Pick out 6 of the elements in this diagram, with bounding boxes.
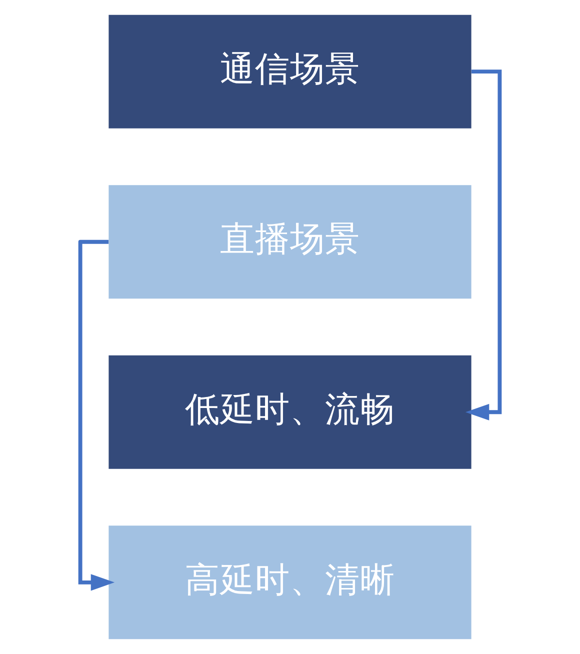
node-box: 通信场景 [108,14,472,128]
node-box: 直播场景 [108,185,472,299]
arrow [78,240,115,591]
arrow [465,70,502,420]
node-box: 高延时、清晰 [108,526,472,640]
node-box: 低延时、流畅 [108,355,472,469]
